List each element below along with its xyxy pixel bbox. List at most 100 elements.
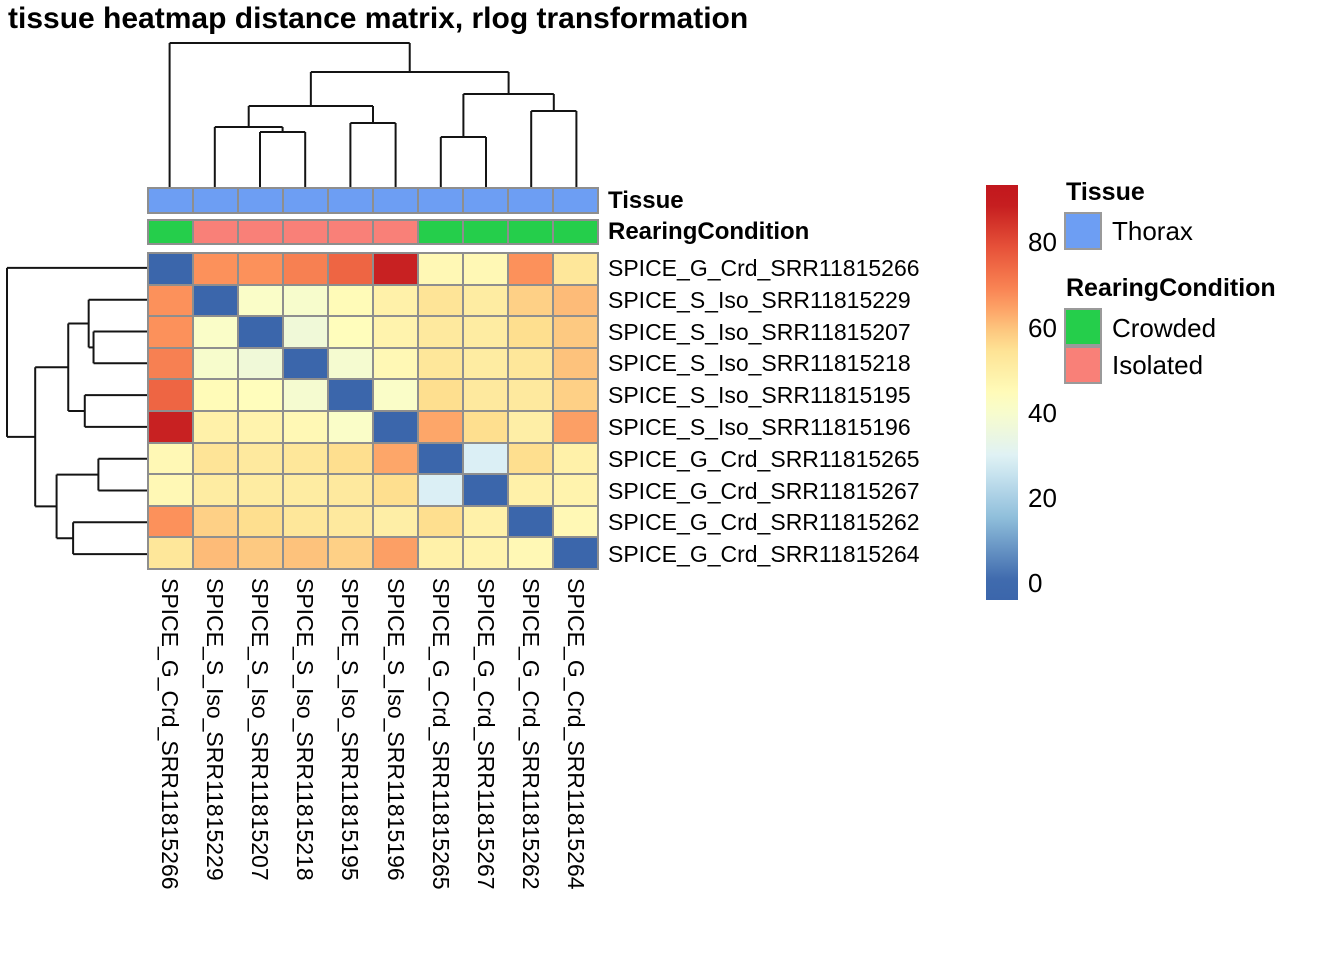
annotation-cell-thorax — [418, 188, 463, 213]
heatmap-cell — [193, 379, 238, 411]
heatmap-cell — [553, 253, 598, 285]
heatmap-cell — [418, 316, 463, 348]
colorbar-tick-label: 40 — [1028, 397, 1057, 428]
heatmap-cell — [508, 253, 553, 285]
annotation-cell-thorax — [508, 188, 553, 213]
heatmap-cell — [328, 537, 373, 569]
heatmap-cell — [238, 411, 283, 443]
heatmap-cell — [373, 537, 418, 569]
heatmap-cell — [148, 474, 193, 506]
heatmap-cell — [508, 316, 553, 348]
legend-rearing-title: RearingCondition — [1066, 274, 1276, 302]
column-label: SPICE_S_Iso_SRR11815218 — [292, 578, 319, 881]
heatmap-cell — [193, 442, 238, 475]
annotation-row-label-rearing: RearingCondition — [608, 218, 810, 245]
heatmap-cell — [373, 411, 418, 443]
heatmap-cell — [508, 347, 553, 380]
heatmap-cell — [328, 347, 373, 380]
heatmap-cell — [553, 347, 598, 380]
heatmap-cell — [328, 442, 373, 475]
heatmap-cell — [553, 474, 598, 506]
heatmap-cell — [148, 316, 193, 348]
heatmap-cell — [553, 537, 598, 569]
row-label: SPICE_S_Iso_SRR11815196 — [608, 413, 911, 440]
heatmap-cell — [238, 379, 283, 411]
heatmap-cell — [463, 537, 508, 569]
annotation-cell-thorax — [148, 188, 193, 213]
heatmap-cell — [463, 284, 508, 317]
heatmap-cell — [193, 411, 238, 443]
column-label: SPICE_S_Iso_SRR11815229 — [201, 578, 228, 881]
heatmap-cell — [508, 411, 553, 443]
heatmap-cell — [373, 347, 418, 380]
heatmap-cell — [148, 284, 193, 317]
heatmap-cell — [193, 253, 238, 285]
annotation-cell-thorax — [193, 188, 238, 213]
annotation-cell-thorax — [328, 188, 373, 213]
heatmap-cell — [553, 316, 598, 348]
column-label: SPICE_G_Crd_SRR11815267 — [473, 578, 499, 890]
heatmap-cell — [148, 505, 193, 538]
colorbar-tick-label: 80 — [1028, 227, 1057, 258]
row-label: SPICE_S_Iso_SRR11815195 — [608, 382, 911, 409]
heatmap-cell — [418, 474, 463, 506]
heatmap-cell — [553, 505, 598, 538]
heatmap-cell — [193, 537, 238, 569]
heatmap-cell — [418, 411, 463, 443]
heatmap-cell — [508, 537, 553, 569]
column-label: SPICE_S_Iso_SRR11815196 — [382, 578, 409, 881]
column-label: SPICE_G_Crd_SRR11815262 — [518, 578, 545, 890]
legend-label-thorax: Thorax — [1112, 216, 1193, 246]
annotation-cell-crowded — [463, 220, 508, 244]
heatmap-cell — [193, 284, 238, 317]
heatmap-cell — [238, 537, 283, 569]
heatmap-cell — [328, 284, 373, 317]
heatmap-cell — [418, 505, 463, 538]
row-label: SPICE_S_Iso_SRR11815229 — [608, 286, 911, 313]
heatmap-cell — [238, 316, 283, 348]
heatmap-cell — [463, 505, 508, 538]
heatmap-cell — [328, 505, 373, 538]
annotation-cell-isolated — [328, 220, 373, 244]
legend-label-isolated: Isolated — [1112, 350, 1204, 380]
heatmap-cell — [328, 474, 373, 506]
annotation-row-label-tissue: Tissue — [608, 187, 684, 214]
heatmap-cell — [238, 442, 283, 475]
heatmap-cell — [508, 474, 553, 506]
rearing-annotation-bar — [147, 219, 599, 245]
heatmap-cell — [463, 379, 508, 411]
heatmap-cell — [463, 253, 508, 285]
annotation-cell-thorax — [373, 188, 418, 213]
annotation-cell-crowded — [418, 220, 463, 244]
row-label: SPICE_G_Crd_SRR11815267 — [608, 477, 920, 504]
annotation-cell-isolated — [193, 220, 238, 244]
heatmap-cell — [283, 474, 328, 506]
heatmap-cell — [418, 347, 463, 380]
legend-swatch-thorax — [1064, 212, 1102, 250]
annotation-cell-crowded — [553, 220, 598, 244]
heatmap-cell — [553, 284, 598, 317]
heatmap-cell — [148, 442, 193, 475]
heatmap-cell — [238, 347, 283, 380]
colorbar-tick-label: 60 — [1028, 312, 1057, 343]
heatmap-cell — [328, 253, 373, 285]
heatmap-cell — [553, 379, 598, 411]
row-label: SPICE_G_Crd_SRR11815264 — [608, 541, 920, 568]
column-label: SPICE_G_Crd_SRR11815264 — [563, 578, 590, 890]
annotation-cell-crowded — [148, 220, 193, 244]
heatmap-cell — [238, 253, 283, 285]
heatmap-cell — [283, 284, 328, 317]
annotation-cell-isolated — [283, 220, 328, 244]
heatmap-cell — [328, 411, 373, 443]
heatmap-cell — [193, 505, 238, 538]
row-label: SPICE_G_Crd_SRR11815262 — [608, 509, 920, 536]
column-label: SPICE_S_Iso_SRR11815195 — [337, 578, 364, 881]
heatmap-cell — [553, 411, 598, 443]
annotation-cell-crowded — [508, 220, 553, 244]
heatmap-cell — [283, 411, 328, 443]
heatmap-cell — [148, 379, 193, 411]
heatmap-cell — [238, 505, 283, 538]
heatmap-cell — [148, 253, 193, 285]
heatmap-cell — [463, 347, 508, 380]
